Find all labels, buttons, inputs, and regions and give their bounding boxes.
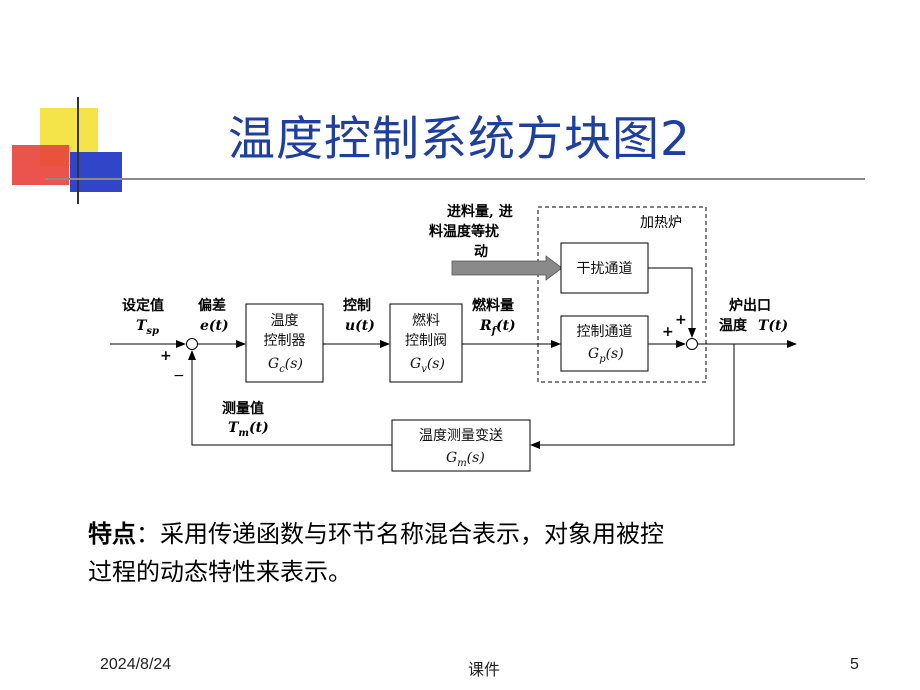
transmitter-tf-arg: (s) (467, 450, 485, 466)
block-temperature-controller: 温度 控制器 Gc(s) (245, 303, 324, 383)
transmitter-label: 温度测量变送 (419, 428, 503, 444)
measured-expr-sub: m (238, 428, 249, 439)
controller-line2: 控制器 (264, 333, 306, 349)
feature-label: 特点 (88, 520, 136, 548)
sign-plus-setpoint: + (160, 348, 172, 364)
furnace-boundary (537, 206, 707, 383)
control-channel-tf-symbol: G (588, 346, 599, 362)
furnace-label: 加热炉 (640, 215, 682, 231)
fuel-expr: Rf(t) (479, 318, 516, 337)
output-name2: 温度 (719, 317, 748, 334)
valve-tf-symbol: G (410, 356, 421, 372)
valve-line2: 控制阀 (405, 333, 447, 349)
feature-text-line2: 过程的动态特性来表示。 (88, 558, 352, 586)
fuel-expr-main: R (479, 318, 492, 334)
block-fuel-valve: 燃料 控制阀 Gv(s) (389, 303, 463, 383)
control-channel-tf-sub: p (599, 354, 606, 365)
disturbance-channel-label: 干扰通道 (577, 261, 633, 277)
valve-tf-arg: (s) (427, 356, 445, 372)
output-name1: 炉出口 (729, 297, 771, 314)
fuel-expr-arg: (t) (496, 318, 516, 334)
control-expr: u(t) (345, 318, 375, 334)
feature-separator: ： (136, 520, 160, 548)
summing-junction-output (686, 338, 698, 350)
setpoint-name: 设定值 (122, 297, 164, 314)
measured-expr: Tm(t) (228, 420, 269, 439)
signal-feedback-to-transmitter (530, 344, 735, 449)
output-expr: T(t) (758, 318, 788, 334)
valve-tf-sub: v (421, 364, 427, 375)
fuel-name: 燃料量 (472, 297, 514, 314)
fuel-expr-sub: f (491, 326, 498, 337)
deco-vertical-line (77, 97, 79, 204)
setpoint-symbol-sub: sp (146, 326, 159, 337)
control-channel-tf: Gp(s) (588, 346, 624, 365)
setpoint-symbol: Tsp (136, 318, 159, 337)
footer-date: 2024/8/24 (100, 656, 172, 673)
controller-tf-sub: c (279, 364, 285, 375)
block-temperature-transmitter: 温度测量变送 Gm(s) (391, 419, 531, 472)
controller-tf: Gc(s) (268, 356, 303, 375)
controller-tf-arg: (s) (285, 356, 303, 372)
disturbance-label-line3: 动 (474, 243, 488, 260)
disturbance-label-line1: 进料量, 进 (447, 203, 513, 220)
footer-center: 课件 (468, 662, 501, 679)
signal-measured (188, 350, 392, 446)
disturbance-label-line2: 料温度等扰 (429, 223, 499, 240)
signal-disturbance-channel-out (648, 267, 696, 338)
measured-name: 测量值 (222, 400, 264, 417)
error-expr: e(t) (200, 318, 229, 334)
control-name: 控制 (343, 297, 371, 314)
setpoint-symbol-main: T (136, 318, 148, 334)
control-channel-label: 控制通道 (577, 324, 633, 340)
transmitter-tf-sub: m (457, 458, 466, 469)
feature-text-line1: 特点：采用传递函数与环节名称混合表示，对象用被控 (88, 514, 664, 549)
transmitter-tf-symbol: G (446, 450, 457, 466)
disturbance-arrow (451, 255, 563, 281)
valve-line1: 燃料 (412, 312, 440, 329)
error-name: 偏差 (198, 297, 226, 314)
sign-plus-control: + (662, 324, 674, 340)
sign-plus-disturbance: + (675, 312, 687, 328)
control-channel-tf-arg: (s) (606, 346, 624, 362)
transmitter-tf: Gm(s) (446, 450, 485, 469)
measured-expr-main: T (228, 420, 240, 436)
footer-page-number: 5 (850, 656, 859, 673)
block-control-channel: 控制通道 Gp(s) (560, 315, 649, 372)
block-disturbance-channel: 干扰通道 (560, 242, 649, 294)
title-divider (45, 178, 865, 180)
sign-minus-feedback: − (173, 368, 185, 384)
valve-tf: Gv(s) (410, 356, 445, 375)
slide-title: 温度控制系统方块图2 (228, 112, 691, 167)
summing-junction-error (186, 338, 198, 350)
measured-expr-arg: (t) (249, 420, 269, 436)
controller-line1: 温度 (271, 313, 299, 329)
feature-line1: 采用传递函数与环节名称混合表示，对象用被控 (160, 520, 664, 548)
controller-tf-symbol: G (268, 356, 279, 372)
